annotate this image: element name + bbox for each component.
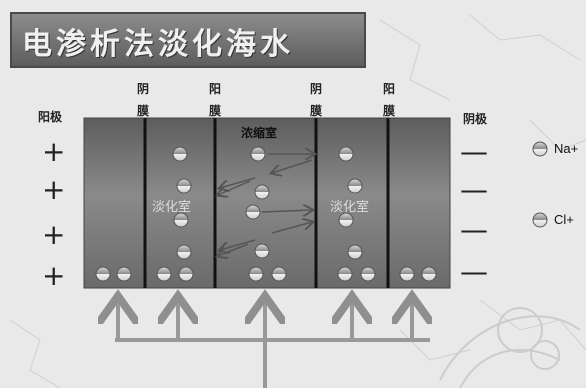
page-title: 电渗析法淡化海水 xyxy=(22,27,294,62)
ion xyxy=(271,266,287,282)
ion xyxy=(172,146,188,162)
ion xyxy=(254,243,270,259)
ion xyxy=(245,204,261,220)
membrane-label-3: 阴膜 xyxy=(309,82,322,118)
ion xyxy=(399,266,415,282)
migration-arrows xyxy=(218,154,314,256)
ion xyxy=(95,266,111,282)
ions xyxy=(95,146,437,282)
plus-sign: + xyxy=(42,173,66,206)
legend-chloride-label: Cl+ xyxy=(554,212,574,227)
ion xyxy=(176,178,192,194)
minus-sign: — xyxy=(460,255,488,288)
plus-sign: + xyxy=(42,218,66,251)
ion xyxy=(338,146,354,162)
sodium-ion-icon xyxy=(532,141,548,157)
membrane-label-4: 阳膜 xyxy=(382,82,395,118)
electrodialysis-tank xyxy=(83,117,451,289)
dilute-chamber-label-left: 淡化室 xyxy=(152,200,192,215)
membrane-label-1: 阴膜 xyxy=(136,82,149,118)
legend-sodium-label: Na+ xyxy=(554,141,579,156)
minus-sign: — xyxy=(460,213,488,246)
title-bar xyxy=(10,12,366,68)
feed-pipes xyxy=(115,300,430,388)
ion xyxy=(250,146,266,162)
minus-sign: — xyxy=(460,135,488,168)
ion xyxy=(176,244,192,260)
membrane-label-2: 阳膜 xyxy=(208,82,221,118)
dilute-chamber-label-right: 淡化室 xyxy=(330,200,370,215)
ion xyxy=(338,212,354,228)
minus-sign: — xyxy=(460,173,488,206)
chloride-ion-icon xyxy=(532,212,548,228)
ion xyxy=(178,266,194,282)
dragon-decoration xyxy=(439,307,581,388)
ion xyxy=(347,178,363,194)
ion xyxy=(360,266,376,282)
ion xyxy=(254,184,270,200)
anode-label: 阳极 xyxy=(38,110,63,124)
concentrate-chamber-label: 浓缩室 xyxy=(241,126,278,140)
ion xyxy=(116,266,132,282)
ion xyxy=(347,244,363,260)
plus-sign: + xyxy=(42,259,66,292)
plus-sign: + xyxy=(42,135,66,168)
ion xyxy=(248,266,264,282)
ion xyxy=(337,266,353,282)
ion xyxy=(156,266,172,282)
ion xyxy=(421,266,437,282)
ion xyxy=(173,212,189,228)
cathode-label: 阴极 xyxy=(463,112,488,126)
